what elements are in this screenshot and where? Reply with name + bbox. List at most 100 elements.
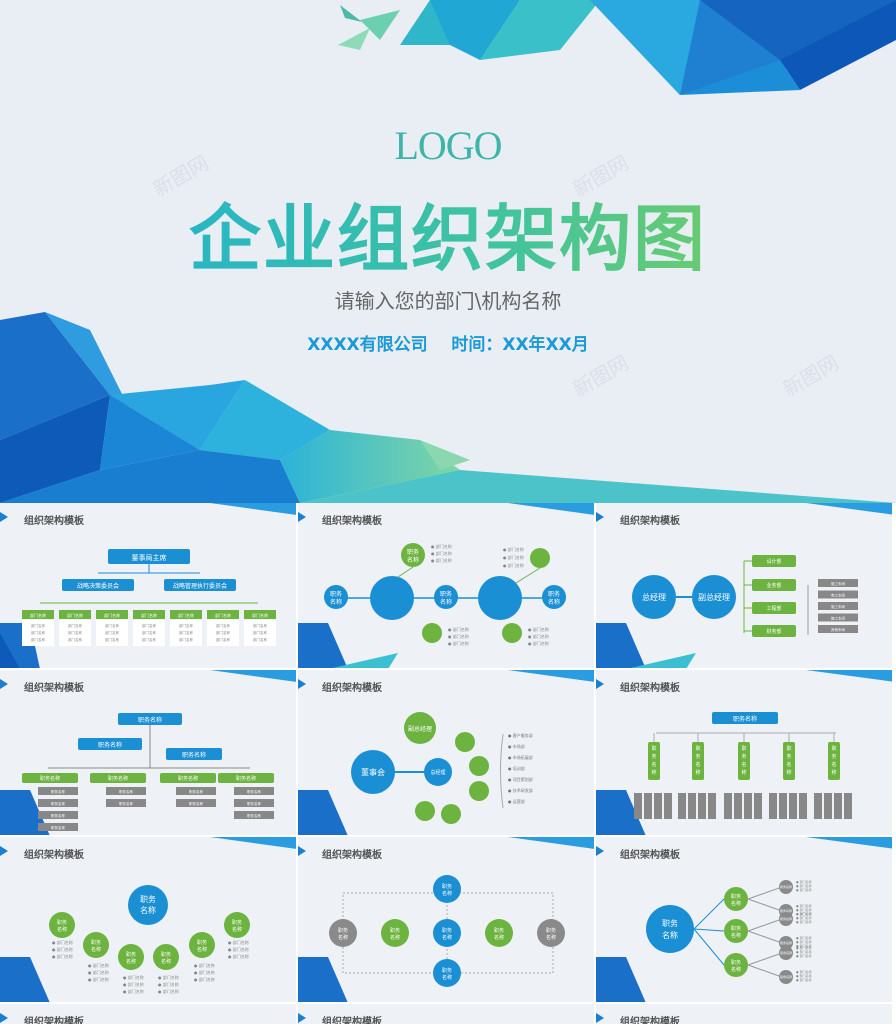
- svg-text:职务: 职务: [330, 590, 342, 598]
- sub-panel: [59, 620, 91, 646]
- svg-text:施工车间: 施工车间: [831, 616, 845, 621]
- svg-text:● 部门名称: ● 部门名称: [796, 935, 812, 940]
- slide-title: 组织架构模板: [620, 850, 680, 861]
- svg-text:● 部门名称: ● 部门名称: [228, 946, 249, 952]
- title-marker-icon: [298, 846, 306, 856]
- svg-text:职务名称: 职务名称: [780, 950, 792, 955]
- svg-text:● 部门名称: ● 部门名称: [796, 915, 812, 920]
- slide-thumbnail-4[interactable]: 组织架构模板 职务名称 职务名称 职务名称 职务名称职务名称职务名称职务名称职务…: [0, 670, 297, 836]
- svg-text:职务名称: 职务名称: [51, 813, 65, 818]
- title-marker-icon: [596, 1013, 604, 1023]
- svg-text:名称: 名称: [197, 946, 207, 953]
- svg-text:总经理: 总经理: [642, 592, 666, 602]
- svg-text:● 运营部: ● 运营部: [508, 798, 525, 804]
- svg-text:名: 名: [786, 761, 791, 768]
- slide-thumbnail-11[interactable]: 组织架构模板: [298, 1004, 595, 1025]
- slide-thumbnail-8[interactable]: 组织架构模板 职务名称职务名称职务名称职务名称职务名称职务名称职务名称: [298, 837, 595, 1003]
- slide-thumbnail-9[interactable]: 组织架构模板 职务 名称 职务名称职务名称● 部门名称● 部门名称● 部门名称职…: [596, 837, 893, 1003]
- svg-text:● 技术研发部: ● 技术研发部: [508, 787, 533, 793]
- slide-thumbnail-7[interactable]: 组织架构模板 职务 名称 职务名称 职务名称 职务名称 职务名称 职务名称 职务…: [0, 837, 297, 1003]
- slide-thumbnail-10[interactable]: 组织架构模板: [0, 1004, 297, 1025]
- org-chart-2: 职务 名称 职务 名称 职务 名称 职务 名称 ● 部门名称● 部门名称● 部门…: [298, 503, 594, 668]
- slide-thumbnail-3[interactable]: 组织架构模板 总经理 副总经理 设计部业务部工程部财务部 施工车间电工车间施工车…: [596, 503, 893, 669]
- svg-text:职务名称: 职务名称: [51, 789, 65, 794]
- title-marker-icon: [596, 846, 604, 856]
- svg-text:名称: 名称: [731, 932, 741, 939]
- svg-text:职务名称: 职务名称: [98, 741, 122, 749]
- svg-text:● 部门名称: ● 部门名称: [796, 911, 812, 916]
- sub-panel: [96, 620, 128, 646]
- svg-text:职务: 职务: [731, 893, 741, 900]
- sub-box: [818, 579, 858, 587]
- role-node: [381, 919, 409, 947]
- title-marker-icon: [596, 679, 604, 689]
- slide-title: 组织架构模板: [620, 1017, 680, 1025]
- slide-thumbnail-12[interactable]: 组织架构模板: [596, 1004, 893, 1025]
- svg-text:职务名称: 职务名称: [138, 716, 162, 724]
- title-marker-icon: [298, 679, 306, 689]
- svg-text:名称: 名称: [731, 966, 741, 973]
- slide-thumbnail-1[interactable]: 组织架构模板 董事局主席 战略决策委员会 战略管理执行委员会 部门名称部门名称部…: [0, 503, 297, 669]
- dept-box: [752, 579, 796, 591]
- svg-text:职务: 职务: [548, 590, 560, 598]
- svg-text:部门名称: 部门名称: [105, 630, 119, 635]
- svg-text:● 部门名称: ● 部门名称: [88, 976, 109, 982]
- svg-text:● 部门名称: ● 部门名称: [796, 907, 812, 912]
- svg-text:部门名称: 部门名称: [253, 623, 267, 628]
- svg-text:部门名称: 部门名称: [216, 630, 230, 635]
- org-chart-4: 职务名称 职务名称 职务名称 职务名称职务名称职务名称职务名称职务名称职务名称职…: [0, 670, 296, 835]
- svg-text:职: 职: [651, 746, 656, 752]
- svg-text:名称: 名称: [731, 900, 741, 907]
- dept-box: [22, 610, 54, 619]
- org-chart-1: 董事局主席 战略决策委员会 战略管理执行委员会 部门名称部门名称部门名称部门名称…: [0, 503, 296, 668]
- svg-text:名: 名: [695, 761, 700, 768]
- svg-text:名: 名: [651, 761, 656, 768]
- svg-text:职务名称: 职务名称: [247, 789, 261, 794]
- svg-text:● 部门名称: ● 部门名称: [796, 919, 812, 924]
- sub-box: [818, 590, 858, 599]
- title-marker-icon: [0, 846, 8, 856]
- svg-text:● 部门名称: ● 部门名称: [796, 945, 812, 950]
- svg-text:工程部: 工程部: [766, 605, 781, 612]
- svg-text:名称: 名称: [232, 926, 242, 933]
- svg-text:董事会: 董事会: [361, 767, 385, 777]
- slide-thumbnail-5[interactable]: 组织架构模板 董事会 总经理 副总经理 ● 客户服务部● 市场部● 市场拓展部●…: [298, 670, 595, 836]
- dept-box: [244, 610, 276, 619]
- svg-text:职务名称: 职务名称: [780, 974, 792, 979]
- svg-text:职务名称: 职务名称: [119, 801, 133, 806]
- svg-text:● 部门名称: ● 部门名称: [503, 554, 524, 560]
- dept-box: [96, 610, 128, 619]
- slide-title: 组织架构模板: [24, 683, 84, 694]
- svg-text:职务: 职务: [662, 918, 678, 928]
- svg-text:名称: 名称: [442, 890, 452, 897]
- cover-title: 企业组织架构图: [0, 180, 896, 285]
- slide-thumbnail-6[interactable]: 组织架构模板 职务名称 职务名称职务名称职务名称职务名称职务名称: [596, 670, 893, 836]
- svg-text:职务: 职务: [232, 919, 242, 926]
- svg-text:电工车间: 电工车间: [831, 593, 845, 598]
- slide-thumbnail-2[interactable]: 组织架构模板 职务 名称 职务 名称 职务 名称 职务 名称: [298, 503, 595, 669]
- svg-text:名称: 名称: [126, 958, 136, 965]
- svg-text:● 市场部: ● 市场部: [508, 743, 525, 749]
- svg-text:称: 称: [831, 769, 836, 776]
- svg-text:名称: 名称: [140, 905, 156, 915]
- svg-text:职务: 职务: [338, 927, 348, 934]
- svg-text:● 部门名称: ● 部门名称: [796, 887, 812, 892]
- svg-text:业务部: 业务部: [766, 582, 781, 589]
- slide-title: 组织架构模板: [620, 516, 680, 527]
- svg-text:● 部门名称: ● 部门名称: [448, 640, 469, 646]
- dept-box: [170, 610, 202, 619]
- svg-text:● 部门名称: ● 部门名称: [796, 883, 812, 888]
- svg-text:名称: 名称: [548, 598, 560, 606]
- svg-text:部门名称: 部门名称: [105, 637, 119, 642]
- svg-text:职务名称: 职务名称: [189, 801, 203, 806]
- svg-text:职: 职: [695, 746, 700, 752]
- svg-text:职务: 职务: [546, 927, 556, 934]
- svg-text:部门名称: 部门名称: [30, 612, 46, 618]
- svg-text:职务: 职务: [126, 951, 136, 958]
- svg-text:● 部门名称: ● 部门名称: [431, 557, 452, 563]
- svg-text:● 部门名称: ● 部门名称: [796, 953, 812, 958]
- svg-text:名称: 名称: [390, 934, 400, 941]
